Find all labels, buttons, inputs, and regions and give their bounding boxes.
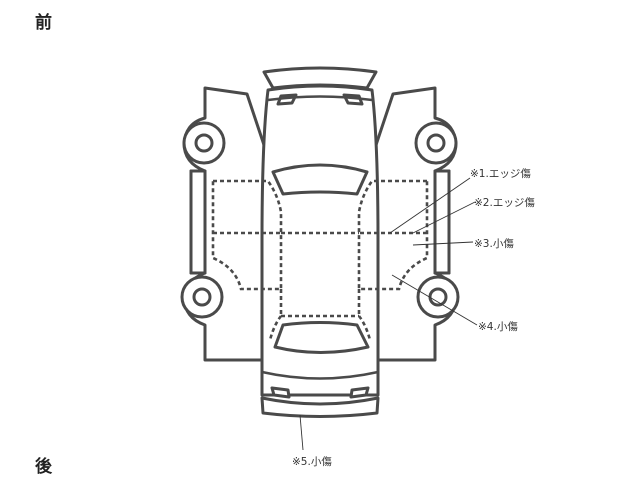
- front-label: 前: [35, 13, 52, 33]
- rear-right-light: [349, 386, 370, 399]
- dashed-right-doors: [357, 179, 429, 291]
- rear-window: [273, 321, 370, 354]
- rear-left-light: [270, 386, 291, 399]
- leader-line-4: [391, 274, 478, 326]
- leader-line-5: [299, 414, 304, 451]
- left-sill: [189, 169, 207, 275]
- leader-line-2: [412, 201, 476, 234]
- rear-label: 後: [35, 457, 52, 477]
- front-windshield: [271, 163, 369, 196]
- damage-note-2: ※2.エッジ傷: [474, 197, 535, 209]
- leader-line-1: [389, 177, 471, 234]
- rear-bumper: [260, 396, 380, 418]
- dashed-roof: [268, 231, 372, 341]
- rear-right-wheel: [416, 275, 460, 319]
- right-sill: [433, 169, 451, 275]
- damage-note-1: ※1.エッジ傷: [470, 168, 531, 180]
- dashed-left-doors: [211, 179, 283, 291]
- damage-note-3: ※3.小傷: [474, 238, 514, 250]
- rear-left-wheel: [180, 275, 224, 319]
- damage-note-5: ※5.小傷: [292, 456, 332, 468]
- damage-note-4: ※4.小傷: [478, 321, 518, 333]
- leader-line-3: [412, 241, 474, 246]
- front-left-wheel: [182, 121, 226, 165]
- front-right-wheel: [414, 121, 458, 165]
- front-bumper: [262, 66, 378, 90]
